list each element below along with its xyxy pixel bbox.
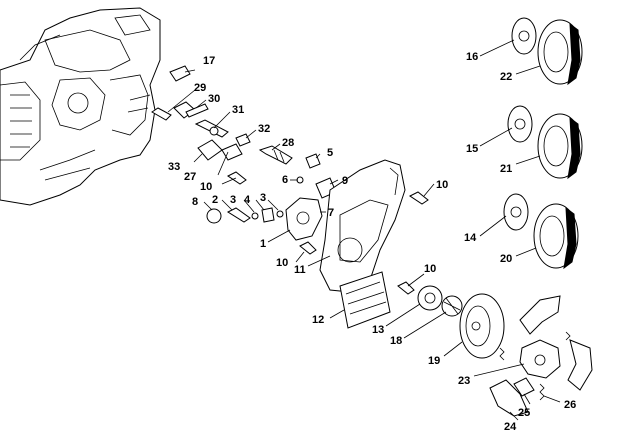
callout-24: 24	[504, 421, 517, 433]
callout-17: 17	[203, 55, 215, 67]
part-2	[226, 207, 251, 223]
callout-8: 8	[192, 196, 198, 208]
leader-lines	[167, 39, 561, 421]
callout-2: 2	[212, 194, 218, 206]
callout-16: 16	[466, 51, 478, 63]
part-23-hub	[519, 339, 561, 379]
callout-1: 1	[260, 238, 266, 250]
callout-18: 18	[390, 335, 402, 347]
part-29	[173, 101, 209, 119]
callout-19: 19	[428, 355, 440, 367]
engine-housing	[0, 7, 161, 206]
callout-10-b: 10	[276, 257, 288, 269]
callout-27: 28	[282, 137, 294, 149]
callout-15: 15	[466, 143, 478, 155]
part-17	[169, 65, 191, 82]
callout-7: 7	[328, 207, 334, 219]
callout-14: 14	[464, 232, 477, 244]
part-8	[206, 208, 222, 224]
callout-10-d: 10	[424, 263, 436, 275]
part-10-screw-c	[409, 191, 429, 205]
part-28	[151, 107, 172, 121]
part-20-drum	[533, 203, 579, 270]
callout-21: 21	[500, 163, 512, 175]
part-3-a	[251, 212, 259, 220]
callout-22: 22	[500, 71, 512, 83]
callout-25: 25	[518, 407, 530, 419]
callout-9: 9	[342, 175, 348, 187]
callout-3-a: 3	[230, 194, 236, 206]
part-4	[261, 207, 275, 223]
part-clutch-right-shoe	[567, 339, 593, 391]
callout-23: 23	[458, 375, 470, 387]
part-27	[258, 145, 293, 165]
callout-26: 26	[564, 399, 576, 411]
callout-28: 29	[194, 82, 206, 94]
callout-3-b: 3	[260, 192, 266, 204]
part-3-b	[276, 210, 284, 218]
part-10-screw-d	[397, 281, 415, 295]
part-16-sprocket	[511, 17, 537, 55]
part-1-oil-pump	[285, 197, 323, 241]
callout-11: 11	[294, 264, 306, 276]
part-30	[194, 119, 229, 138]
part-14-sprocket	[503, 193, 529, 231]
callout-4: 4	[244, 194, 251, 206]
callout-20: 20	[500, 253, 512, 265]
callout-33: 33	[168, 161, 180, 173]
callout-12: 12	[312, 314, 324, 326]
part-12-shield	[339, 271, 391, 329]
part-10-screw-b	[299, 241, 317, 255]
part-25-spring	[513, 377, 535, 397]
callout-10-a: 10	[200, 181, 212, 193]
callout-29: 30	[208, 93, 220, 105]
part-spring-b	[565, 331, 571, 341]
part-18-bearing	[441, 295, 463, 317]
callout-30: 31	[232, 104, 244, 116]
callout-6: 6	[282, 174, 288, 186]
callout-13: 13	[372, 324, 384, 336]
part-26-spring	[539, 383, 545, 401]
part-19-drum	[459, 293, 505, 359]
part-11-cover	[319, 159, 406, 293]
part-24-shoe	[489, 379, 529, 417]
part-clutch-upper-shoe	[519, 295, 561, 335]
callout-31: 27	[184, 171, 196, 183]
part-spring-a	[499, 347, 505, 361]
part-10-screw-a	[227, 171, 247, 185]
part-33-31	[197, 139, 243, 161]
callout-10-c: 10	[436, 179, 448, 191]
part-32	[235, 133, 251, 147]
part-15-sprocket	[507, 105, 533, 143]
callout-5: 5	[327, 147, 333, 159]
callout-32: 32	[258, 123, 270, 135]
part-21-drum	[537, 113, 583, 180]
part-13-sprocket	[417, 285, 443, 311]
part-22-drum	[537, 19, 583, 86]
callout-labels: 17 29 30 31 32 28 33 27 10 5 6 9 7 8 2 3…	[168, 51, 576, 433]
